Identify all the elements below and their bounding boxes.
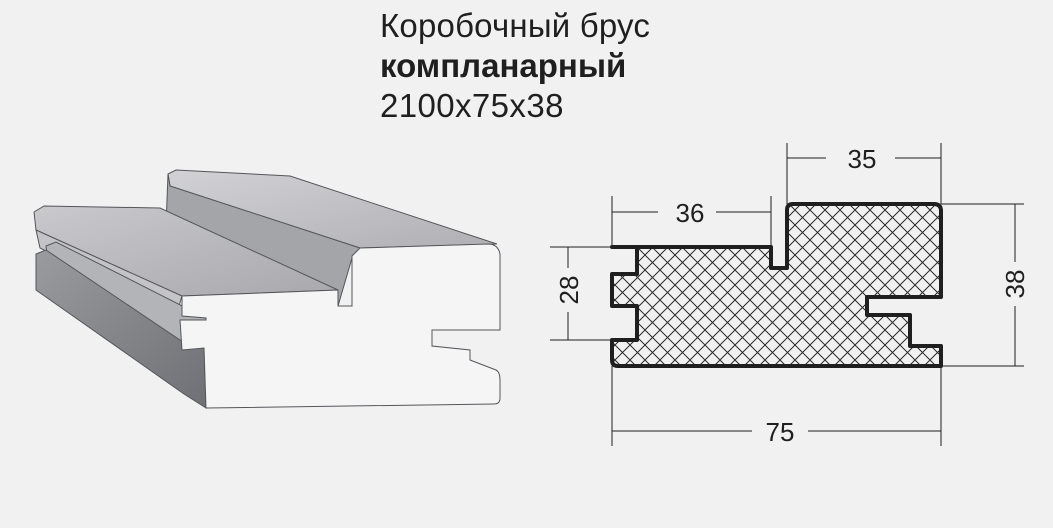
dimension-lines — [550, 143, 1024, 446]
cross-section-profile — [610, 202, 943, 368]
cross-section-drawing — [610, 202, 943, 368]
title-line-2: компланарный — [380, 47, 627, 84]
title-line-3: 2100x75x38 — [380, 87, 564, 124]
profile-front-face — [179, 243, 501, 409]
title-line-1: Коробочный брус — [380, 7, 651, 44]
dim-label-36: 36 — [676, 198, 705, 228]
dim-label-28: 28 — [554, 276, 584, 305]
title-block: Коробочный брус компланарный 2100x75x38 — [380, 6, 650, 126]
profile-3d-illustration — [33, 169, 501, 409]
dim-label-75: 75 — [766, 417, 795, 447]
dim-label-35: 35 — [848, 144, 877, 174]
dim-label-38: 38 — [1000, 270, 1030, 299]
